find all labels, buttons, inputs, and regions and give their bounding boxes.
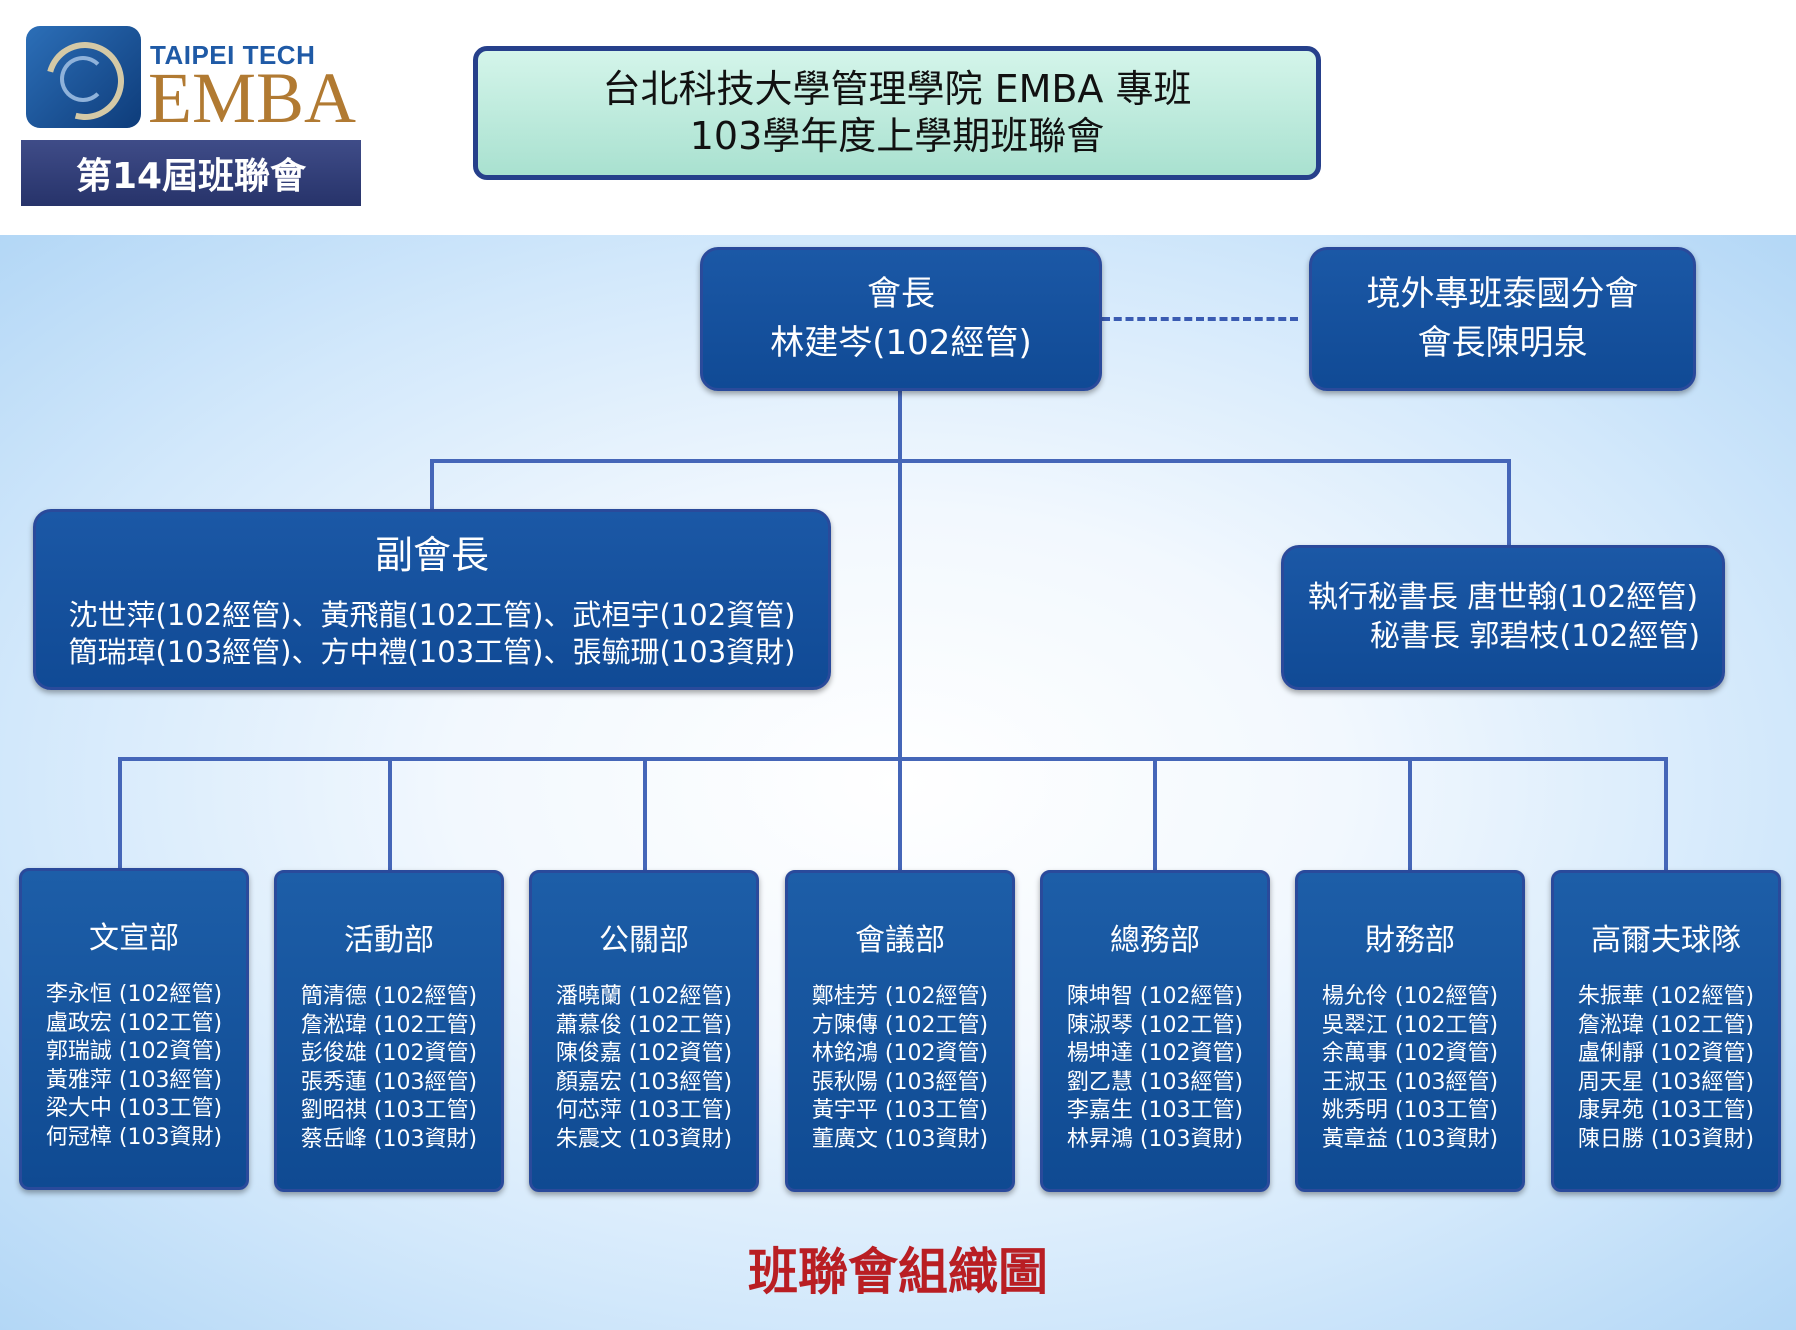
brand-subtitle: TAIPEI TECH [150,40,316,70]
member-item: 蕭慕俊 (102工管) [555,1012,733,1038]
department-box-meetings: 會議部 鄭桂芳 (102經管) 方陳傳 (102工管) 林銘鴻 (102資管) … [785,870,1015,1192]
member-item: 王淑玉 (103經管) [1321,1069,1499,1095]
member-item: 姚秀明 (103工管) [1321,1098,1499,1123]
department-box-golf-team: 高爾夫球隊 朱振華 (102經管) 詹淞瑋 (102工管) 盧俐靜 (102資管… [1551,870,1781,1192]
member-item: 陳坤智 (102經管) [1066,984,1244,1009]
president-name: 林建岑(102經管) [770,323,1032,363]
connector-upper-horizontal [430,459,1511,463]
department-box-activities: 活動部 簡清德 (102經管) 詹淞瑋 (102工管) 彭俊雄 (102資管) … [274,870,504,1192]
member-item: 董廣文 (103資財) [811,1126,989,1152]
brand-title: EMBA [148,58,357,138]
connector-dept-6 [1408,757,1412,870]
member-item: 簡清德 (102經管) [300,984,478,1009]
department-name: 活動部 [344,923,434,958]
member-item: 黃章益 (103資財) [1321,1126,1499,1152]
department-box-public-relations: 公關部 潘曉蘭 (102經管) 蕭慕俊 (102工管) 陳俊嘉 (102資管) … [529,870,759,1192]
member-item: 何芯萍 (103工管) [555,1098,733,1123]
department-members: 鄭桂芳 (102經管) 方陳傳 (102工管) 林銘鴻 (102資管) 張秋陽 … [788,983,1012,1154]
department-box-finance: 財務部 楊允伶 (102經管) 吳翠江 (102工管) 余萬事 (102資管) … [1295,870,1525,1192]
member-item: 周天星 (103經管) [1577,1069,1755,1095]
member-item: 顏嘉宏 (103經管) [555,1069,733,1095]
vice-president-line1: 沈世萍(102經管)、黃飛龍(102工管)、武桓宇(102資管) [68,597,796,632]
member-item: 張秀蓮 (103經管) [300,1069,478,1095]
president-role: 會長 [867,273,935,314]
member-item: 李嘉生 (103工管) [1066,1098,1244,1123]
connector-secretary [1507,459,1511,545]
president-box: 會長 林建岑(102經管) [700,247,1102,391]
department-box-publicity: 文宣部 李永恒 (102經管) 盧政宏 (102工管) 郭瑞誠 (102資管) … [19,868,249,1190]
department-members: 李永恒 (102經管) 盧政宏 (102工管) 郭瑞誠 (102資管) 黃雅萍 … [22,981,246,1152]
department-members: 楊允伶 (102經管) 吳翠江 (102工管) 余萬事 (102資管) 王淑玉 … [1298,983,1522,1154]
connector-dept-7 [1664,757,1668,870]
vice-president-box: 副會長 沈世萍(102經管)、黃飛龍(102工管)、武桓宇(102資管) 簡瑞璋… [33,509,831,690]
page-title-line2: 103學年度上學期班聯會 [689,114,1105,158]
member-item: 朱振華 (102經管) [1577,984,1755,1009]
member-item: 劉昭祺 (103工管) [300,1098,478,1123]
member-item: 詹淞瑋 (102工管) [300,1012,478,1038]
member-item: 陳俊嘉 (102資管) [555,1041,733,1066]
page-title-line1: 台北科技大學管理學院 EMBA 專班 [602,66,1192,111]
session-badge: 第14屆班聯會 [21,140,361,206]
emba-logo-icon [26,26,141,135]
department-name: 會議部 [855,923,945,958]
member-item: 劉乙慧 (103經管) [1066,1069,1244,1095]
member-item: 林銘鴻 (102資管) [811,1041,989,1066]
department-name: 總務部 [1110,923,1200,958]
member-item: 陳日勝 (103資財) [1577,1126,1755,1152]
connector-president-down [898,390,902,872]
member-item: 楊坤達 (102資管) [1066,1041,1244,1066]
member-item: 張秋陽 (103經管) [811,1069,989,1095]
member-item: 彭俊雄 (102資管) [300,1041,478,1066]
member-item: 楊允伶 (102經管) [1321,984,1499,1009]
member-item: 李永恒 (102經管) [45,982,223,1007]
member-item: 鄭桂芳 (102經管) [811,984,989,1009]
vice-president-role: 副會長 [374,532,489,577]
department-name: 財務部 [1365,923,1455,958]
department-members: 陳坤智 (102經管) 陳淑琴 (102工管) 楊坤達 (102資管) 劉乙慧 … [1043,983,1267,1154]
member-item: 何冠樟 (103資財) [45,1124,223,1150]
member-item: 余萬事 (102資管) [1321,1041,1499,1066]
department-box-general-affairs: 總務部 陳坤智 (102經管) 陳淑琴 (102工管) 楊坤達 (102資管) … [1040,870,1270,1192]
page-title-box: 台北科技大學管理學院 EMBA 專班 103學年度上學期班聯會 [473,46,1321,180]
member-item: 林昇鴻 (103資財) [1066,1126,1244,1152]
member-item: 康昇苑 (103工管) [1577,1098,1755,1123]
member-item: 蔡岳峰 (103資財) [300,1126,478,1152]
member-item: 盧政宏 (102工管) [45,1010,223,1036]
member-item: 盧俐靜 (102資管) [1577,1041,1755,1066]
connector-lower-horizontal [118,757,1668,761]
department-members: 潘曉蘭 (102經管) 蕭慕俊 (102工管) 陳俊嘉 (102資管) 顏嘉宏 … [532,983,756,1154]
connector-overseas-dashed [1102,317,1298,321]
member-item: 陳淑琴 (102工管) [1066,1012,1244,1038]
connector-dept-1 [118,757,122,870]
secretary-box: 執行秘書長 唐世翰(102經管) 秘書長 郭碧枝(102經管) [1281,545,1725,690]
org-chart-caption: 班聯會組織圖 [748,1243,1048,1301]
member-item: 潘曉蘭 (102經管) [555,984,733,1009]
member-item: 詹淞瑋 (102工管) [1577,1012,1755,1038]
member-item: 黃雅萍 (103經管) [45,1067,223,1093]
overseas-branch-box: 境外專班泰國分會 會長陳明泉 [1309,247,1696,391]
connector-dept-5 [1153,757,1157,870]
secretary-general: 秘書長 郭碧枝(102經管) [1369,618,1701,654]
member-item: 吳翠江 (102工管) [1321,1012,1499,1038]
department-name: 高爾夫球隊 [1591,923,1741,958]
member-item: 黃宇平 (103工管) [811,1098,989,1123]
overseas-branch-leader: 會長陳明泉 [1417,323,1588,363]
connector-dept-2 [388,757,392,870]
member-item: 郭瑞誠 (102資管) [45,1039,223,1064]
department-name: 公關部 [599,923,689,958]
vice-president-line2: 簡瑞璋(103經管)、方中禮(103工管)、張毓珊(103資財) [68,635,796,670]
department-members: 簡清德 (102經管) 詹淞瑋 (102工管) 彭俊雄 (102資管) 張秀蓮 … [277,983,501,1154]
executive-secretary: 執行秘書長 唐世翰(102經管) [1307,580,1699,616]
overseas-branch-name: 境外專班泰國分會 [1366,273,1639,314]
member-item: 朱震文 (103資財) [555,1126,733,1152]
connector-vice [430,459,434,510]
department-members: 朱振華 (102經管) 詹淞瑋 (102工管) 盧俐靜 (102資管) 周天星 … [1554,983,1778,1154]
connector-dept-3 [643,757,647,870]
logo-swirl-inner [60,56,106,102]
member-item: 梁大中 (103工管) [45,1096,223,1121]
member-item: 方陳傳 (102工管) [811,1012,989,1038]
department-name: 文宣部 [89,921,179,956]
